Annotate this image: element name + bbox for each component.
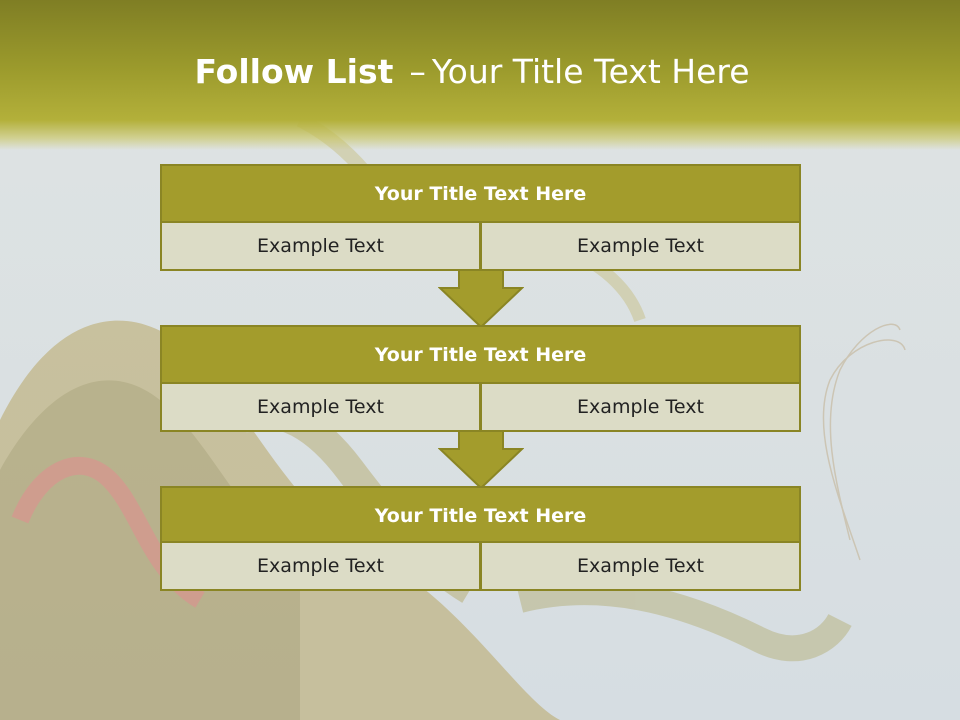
block-title: Your Title Text Here: [160, 164, 801, 223]
title-bold: Follow List: [194, 52, 394, 91]
header-band: [0, 0, 960, 150]
block-title: Your Title Text Here: [160, 325, 801, 384]
title-rest: Your Title Text Here: [431, 52, 750, 91]
title-dash: –: [409, 52, 426, 91]
block-cell-left: Example Text: [160, 541, 481, 591]
list-block-1: Your Title Text Here Example Text Exampl…: [160, 164, 801, 271]
page-title: Follow List–Your Title Text Here: [0, 52, 944, 91]
list-block-3: Your Title Text Here Example Text Exampl…: [160, 486, 801, 593]
down-arrow-icon: [438, 431, 524, 489]
block-title: Your Title Text Here: [160, 486, 801, 545]
block-cell-left: Example Text: [160, 382, 481, 432]
block-cell-right: Example Text: [480, 382, 801, 432]
block-cell-right: Example Text: [480, 541, 801, 591]
block-cell-left: Example Text: [160, 221, 481, 271]
down-arrow-icon: [438, 270, 524, 328]
block-cell-right: Example Text: [480, 221, 801, 271]
list-block-2: Your Title Text Here Example Text Exampl…: [160, 325, 801, 432]
